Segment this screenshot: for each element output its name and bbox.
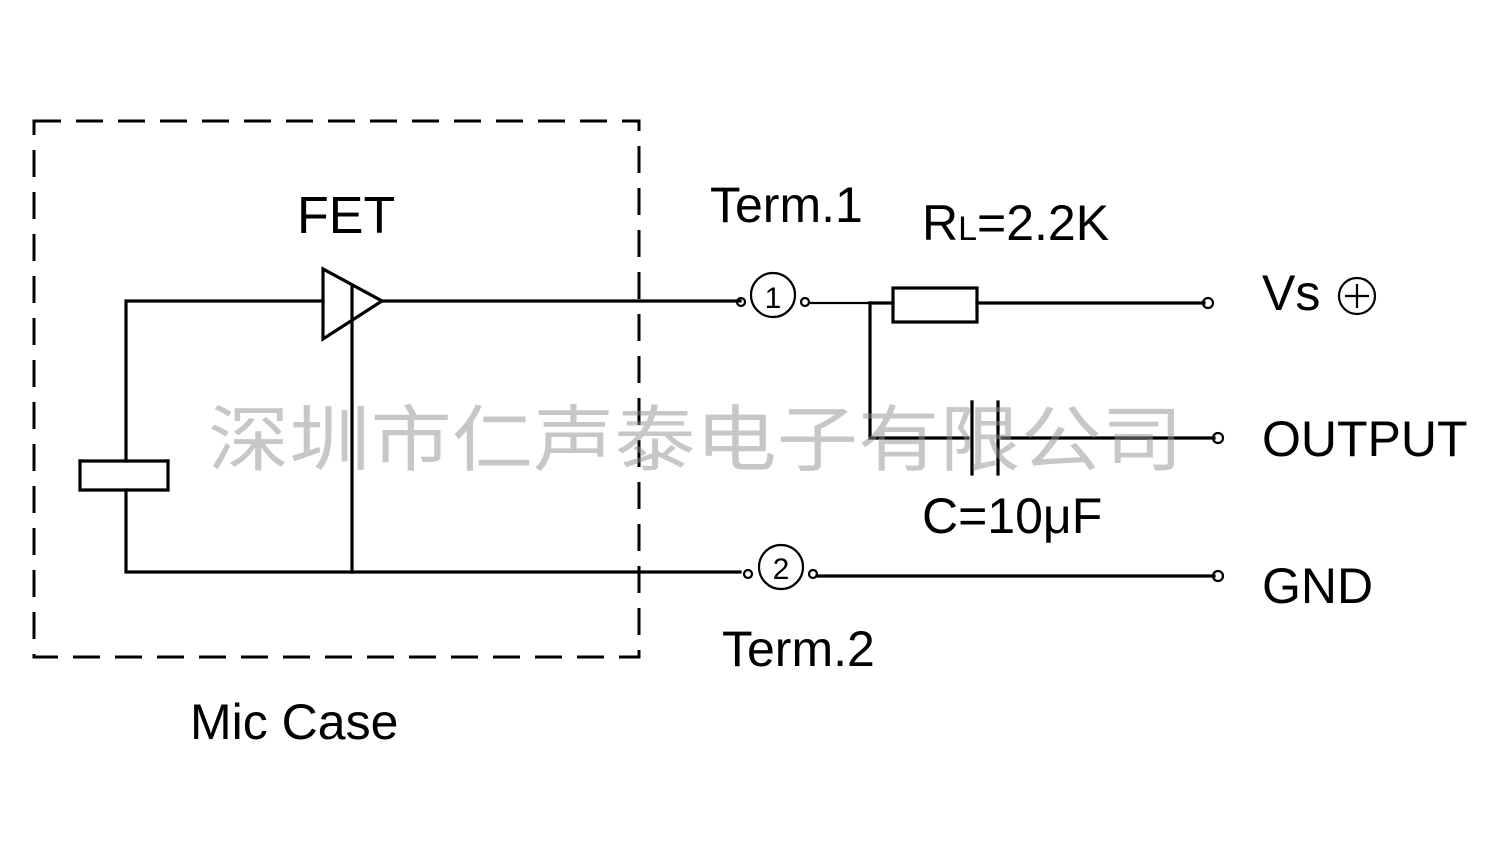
electret-element-symbol [78,459,170,492]
terminal-1: 1 [735,271,811,319]
terminal-2-number: 2 [773,553,790,586]
resistor-label: RL=2.2K [922,195,1109,251]
plus-circle-icon [1337,276,1377,316]
mic-case-boundary [32,119,641,659]
fet-label: FET [297,187,395,245]
terminal-1-number: 1 [765,282,782,315]
coupling-capacitor-symbol [970,400,1000,476]
fet-amplifier-symbol [321,266,386,342]
output-terminal [1211,431,1225,445]
term2-label: Term.2 [722,621,875,677]
gnd-label: GND [1262,558,1373,614]
term1-label: Term.1 [710,177,863,233]
output-label: OUTPUT [1262,411,1468,467]
mic-case-label: Mic Case [190,694,398,750]
terminal-2: 2 [742,543,819,591]
capacitor-label: C=10μF [922,488,1102,544]
external-wiring [809,301,1216,578]
load-resistor-symbol [891,286,979,324]
internal-wiring [124,285,742,574]
vs-terminal [1201,296,1215,310]
company-watermark: 深圳市仁声泰电子有限公司 [208,398,1183,482]
gnd-terminal [1211,569,1225,583]
vs-label: Vs [1262,265,1320,321]
